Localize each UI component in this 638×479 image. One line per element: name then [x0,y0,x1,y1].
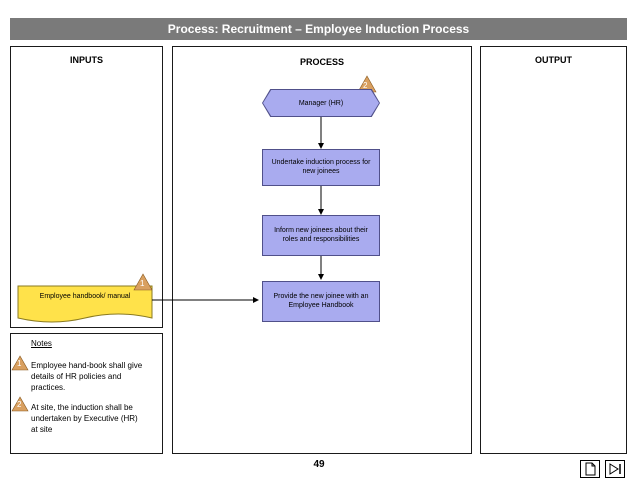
process-step-2: Inform new joinees about their roles and… [262,215,380,256]
output-heading: OUTPUT [535,55,572,65]
page-title: Process: Recruitment – Employee Inductio… [10,18,627,40]
page-icon [585,462,596,476]
process-start-label: Manager (HR) [263,90,379,116]
marker-note1-number: 1 [17,359,22,368]
output-panel: OUTPUT [480,46,627,454]
last-page-button[interactable] [605,460,625,478]
inputs-panel: INPUTS [10,46,163,328]
marker-process-number: 2 [363,81,368,90]
process-start-node: Manager (HR) [262,89,380,117]
notes-heading: Notes [31,339,52,348]
skip-to-end-icon [609,463,621,475]
marker-input-number: 1 [140,279,145,288]
note-item-1: Employee hand-book shall give details of… [31,361,143,392]
marker-note2-number: 2 [17,400,22,409]
notes-panel: Notes Employee hand-book shall give deta… [10,333,163,454]
page-button[interactable] [580,460,600,478]
inputs-heading: INPUTS [69,55,103,65]
process-step-3: Provide the new joinee with an Employee … [262,281,380,322]
page-number: 49 [313,459,325,470]
process-heading: PROCESS [299,57,344,67]
input-document-label: Employee handbook/ manual [39,293,131,300]
note-item-2: At site, the induction shall be undertak… [31,403,138,434]
process-step-1: Undertake induction process for new join… [262,149,380,186]
